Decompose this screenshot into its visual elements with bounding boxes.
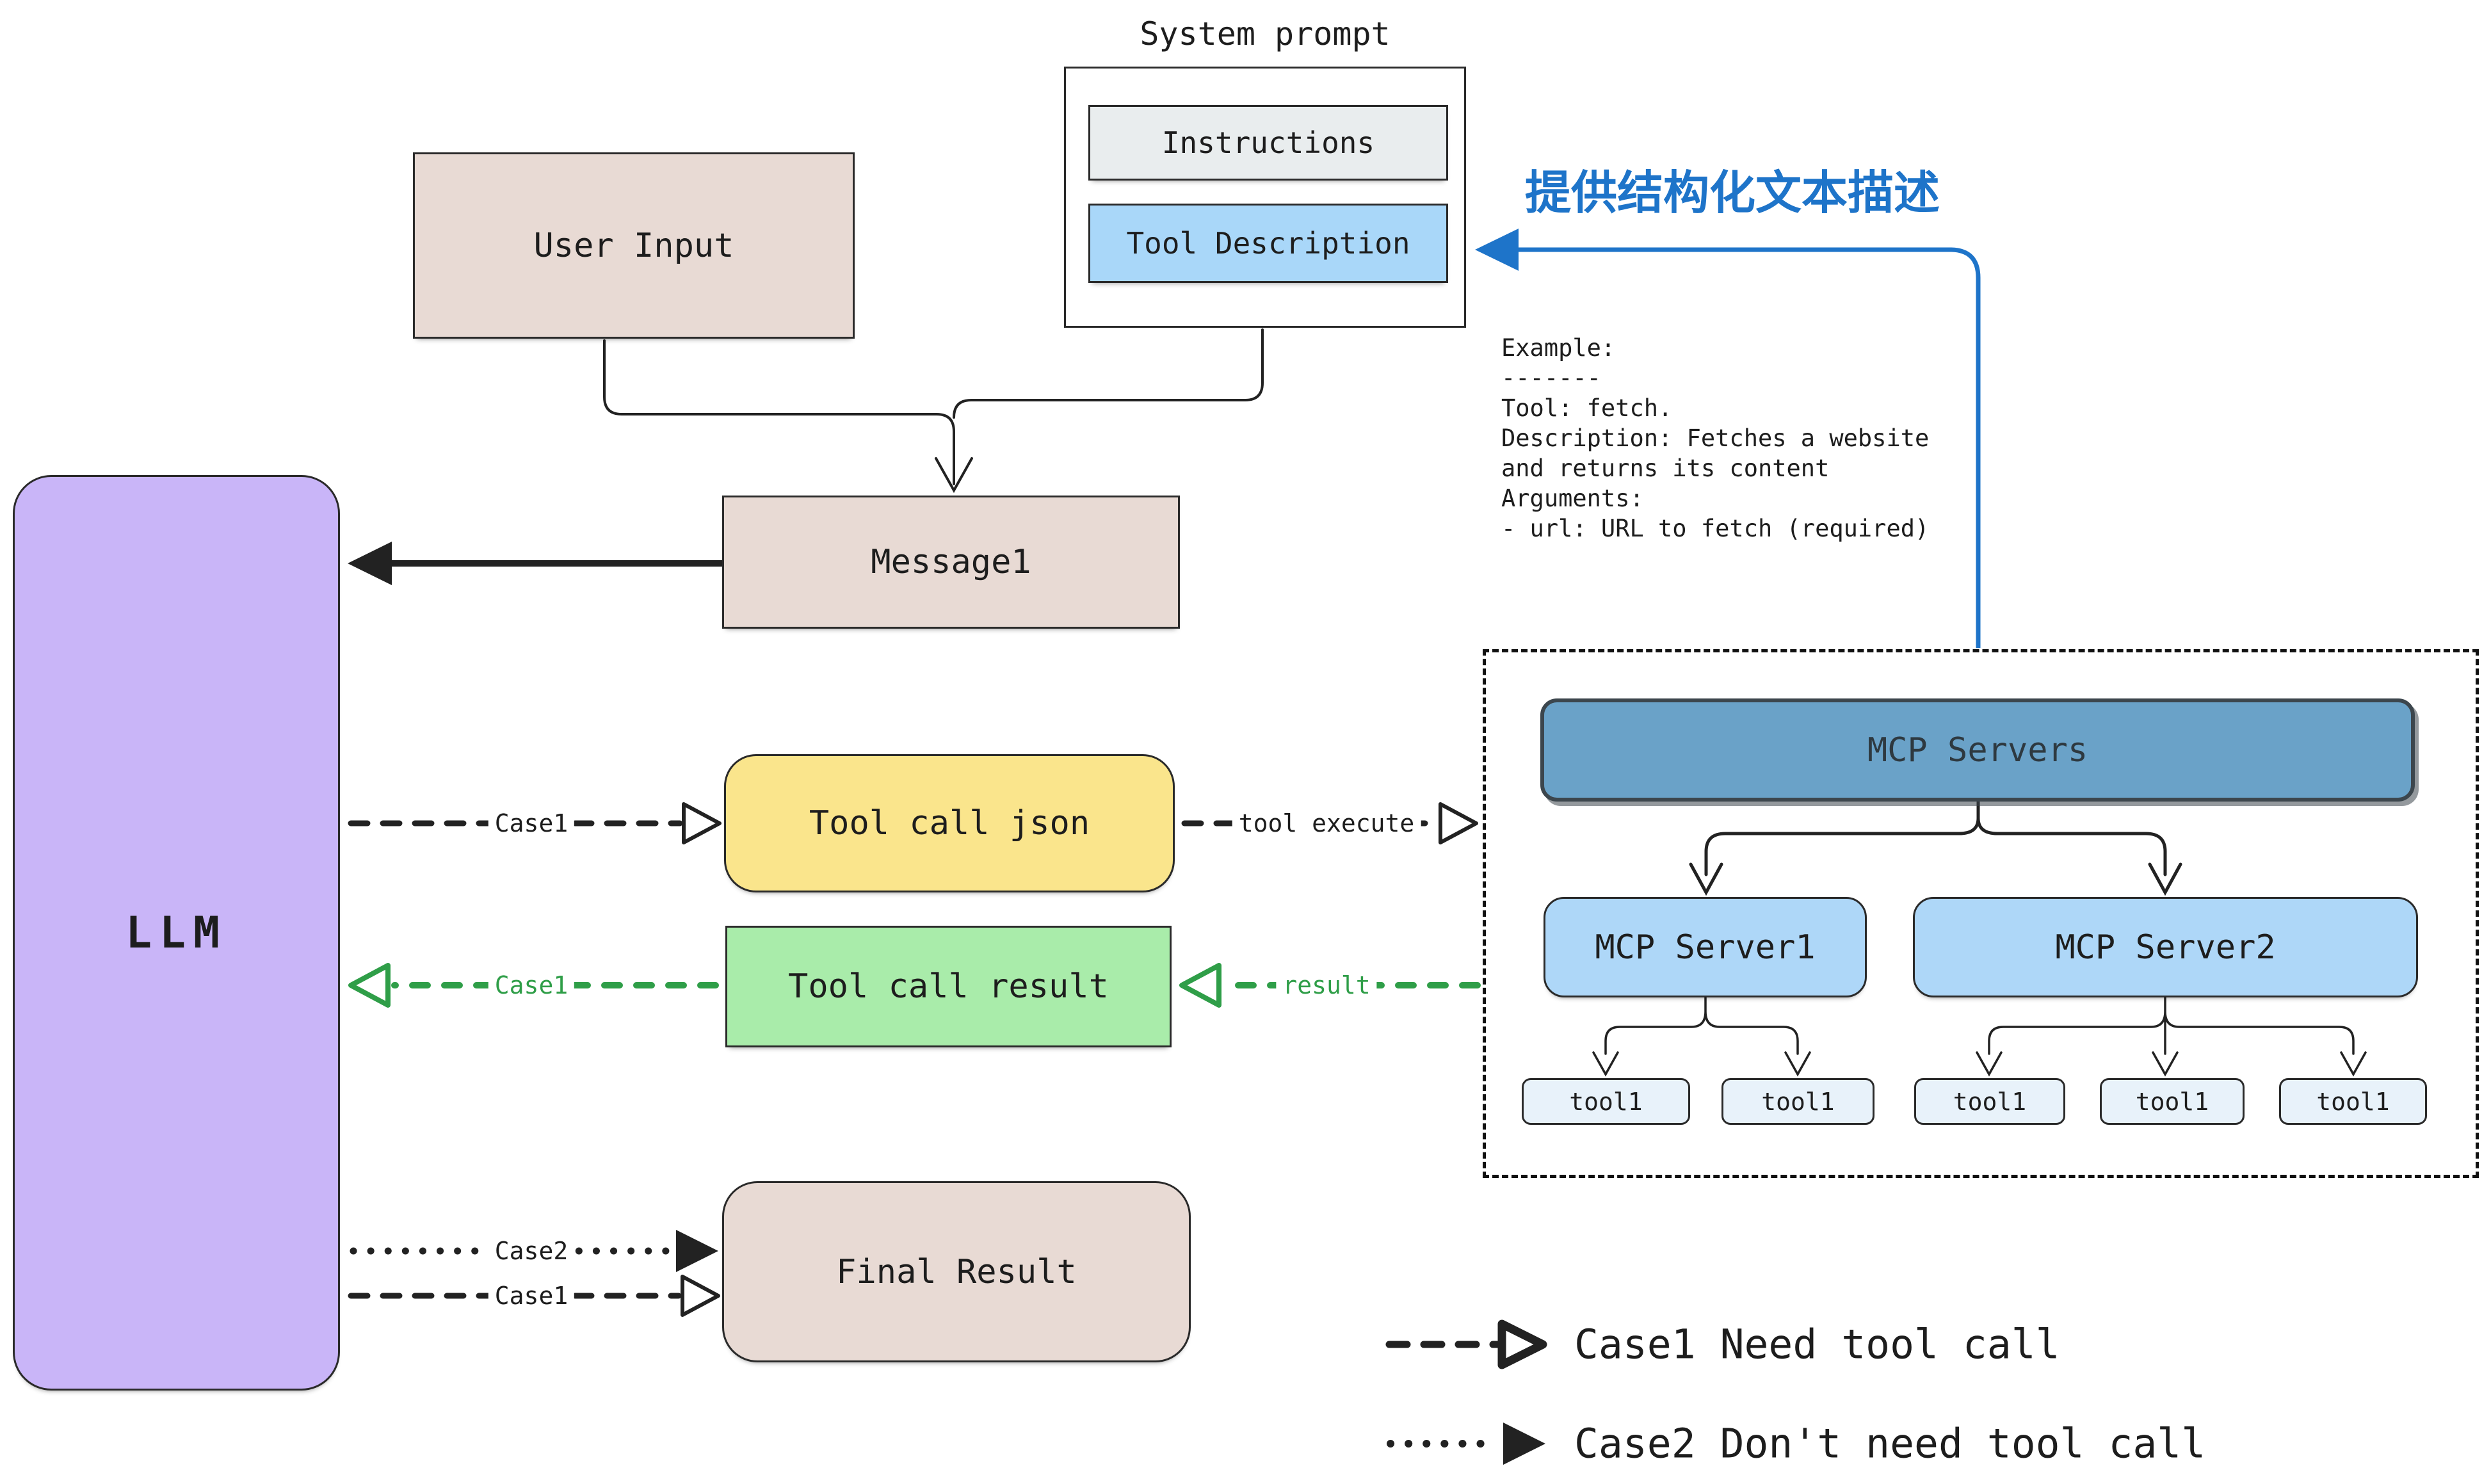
edge-label-result: result: [1276, 971, 1377, 999]
tool-chip: tool1: [1522, 1078, 1690, 1125]
arrowhead-s2-tool3-icon: [2340, 1051, 2367, 1077]
user-input-box: User Input: [413, 152, 855, 339]
legend-dashed-arrowhead-icon: [1497, 1319, 1547, 1369]
example-line: Description: Fetches a website: [1501, 424, 1930, 452]
tool-chip: tool1: [1914, 1078, 2065, 1125]
annotation-text: 提供结构化文本描述: [1525, 166, 1940, 220]
arrowhead-message1-to-llm-icon: [348, 542, 392, 585]
example-line: Tool: fetch.: [1501, 394, 1673, 422]
tool-chip: tool1: [2279, 1078, 2427, 1125]
arrowhead-case1-green-icon: [348, 963, 391, 1008]
tool-call-result-box: Tool call result: [725, 926, 1172, 1047]
edge-label-case1-result: Case1: [488, 971, 575, 999]
connector-server1-branch: [1604, 996, 1799, 1055]
edge-label-case2-final: Case2: [488, 1237, 575, 1265]
mcp-servers-header: MCP Servers: [1540, 698, 2415, 802]
legend-case2-text: Case2 Don't need tool call: [1574, 1420, 2206, 1467]
connector-user-input-to-merge: [603, 339, 955, 485]
arrowhead-result-icon: [1179, 963, 1221, 1008]
arrowhead-server1-icon: [1689, 862, 1723, 896]
arrowhead-blue-icon: [1475, 229, 1519, 271]
example-line: Example:: [1501, 334, 1616, 362]
mcp-server2-box: MCP Server2: [1913, 897, 2418, 997]
connector-system-prompt-to-merge: [953, 328, 1264, 419]
tool-call-json-box: Tool call json: [724, 754, 1175, 892]
arrowhead-s1-tool2-icon: [1784, 1051, 1811, 1077]
legend-case1-text: Case1 Need tool call: [1574, 1321, 2060, 1368]
connector-server2-branch: [1988, 996, 2355, 1055]
arrowhead-case2-icon: [676, 1230, 718, 1272]
legend-dotted-arrowhead-icon: [1503, 1423, 1545, 1465]
llm-box: LLM: [13, 475, 340, 1391]
connector-mcp-to-tool-description: [1516, 247, 1981, 648]
tool-chip: tool1: [2100, 1078, 2245, 1125]
example-line: and returns its content: [1501, 455, 1830, 482]
edge-label-case1-json: Case1: [488, 809, 575, 837]
edge-label-case1-final: Case1: [488, 1282, 575, 1310]
example-line: Arguments:: [1501, 485, 1644, 512]
arrowhead-s2-tool2-icon: [2152, 1051, 2179, 1077]
mcp-server1-box: MCP Server1: [1544, 897, 1867, 997]
arrowhead-case1-final-icon: [681, 1275, 720, 1317]
edge-label-tool-execute: tool execute: [1232, 809, 1421, 837]
tool-chip: tool1: [1721, 1078, 1874, 1125]
example-line: - url: URL to fetch (required): [1501, 515, 1930, 542]
system-prompt-title: System prompt: [1140, 15, 1391, 52]
arrowhead-case1-json-icon: [682, 802, 722, 844]
arrowhead-tool-execute-icon: [1439, 802, 1478, 844]
final-result-box: Final Result: [722, 1181, 1191, 1362]
message1-box: Message1: [722, 496, 1180, 629]
connector-mcpservers-branch: [1704, 800, 2167, 876]
arrowhead-merge-to-message1-icon: [935, 457, 973, 494]
arrowhead-server2-icon: [2148, 862, 2182, 896]
example-line: -------: [1501, 364, 1601, 392]
arrowhead-s2-tool1-icon: [1976, 1051, 2003, 1077]
arrowhead-s1-tool1-icon: [1592, 1051, 1619, 1077]
instructions-box: Instructions: [1088, 105, 1448, 181]
tool-description-box: Tool Description: [1088, 204, 1448, 283]
mcp-servers-container: [1483, 649, 2479, 1178]
